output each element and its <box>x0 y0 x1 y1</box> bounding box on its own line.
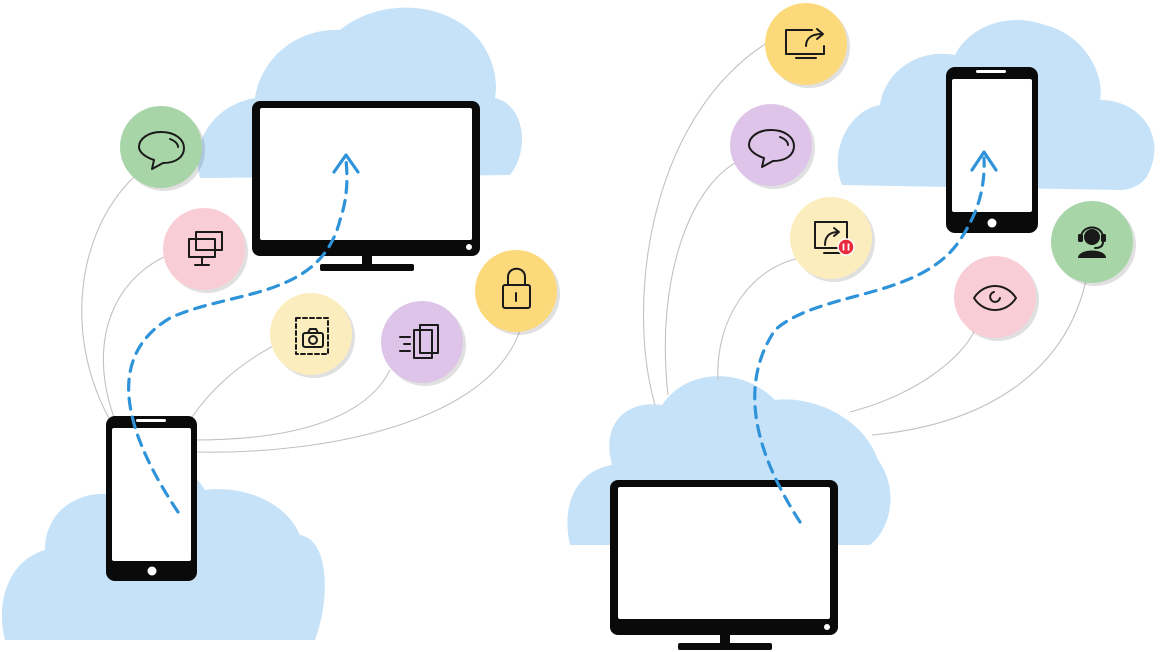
chat-bubble-icon <box>138 131 185 170</box>
chat-bubble-icon <box>748 129 795 168</box>
badge-multiscreen-left[interactable] <box>163 208 248 293</box>
badge-lock-left[interactable] <box>475 250 560 335</box>
tv-left <box>252 101 480 271</box>
screenshot-camera-icon <box>295 317 329 355</box>
left-scene <box>1 7 560 640</box>
badge-chat-right[interactable] <box>730 104 815 189</box>
badge-eye-right[interactable] <box>954 256 1039 341</box>
badge-record-right[interactable] <box>790 197 875 282</box>
tv-right <box>610 480 838 650</box>
left-transfer-path <box>127 153 360 514</box>
screen-share-record-icon <box>814 221 855 256</box>
screen-share-icon <box>785 28 825 59</box>
eye-view-icon <box>973 285 1017 311</box>
badge-support-right[interactable] <box>1051 201 1136 286</box>
badge-screenshot-left[interactable] <box>270 293 355 378</box>
right-scene <box>567 3 1155 650</box>
badge-screenshare-right[interactable] <box>765 3 850 88</box>
multi-screen-icon <box>188 231 223 266</box>
badge-chat-left[interactable] <box>120 106 205 191</box>
phone-right <box>946 67 1038 233</box>
right-connectors <box>643 37 1089 436</box>
padlock-icon <box>502 267 531 309</box>
phone-left <box>106 416 197 581</box>
badge-transfer-left[interactable] <box>381 301 466 386</box>
fast-transfer-files-icon <box>399 324 439 359</box>
right-transfer-path <box>753 150 998 524</box>
headset-support-icon <box>1078 226 1106 258</box>
left-connectors <box>81 169 521 453</box>
